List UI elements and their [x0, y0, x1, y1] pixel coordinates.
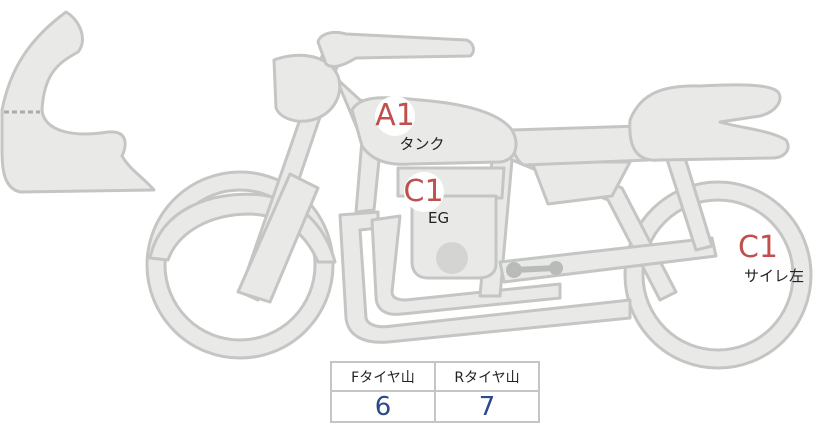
engine-cover — [436, 242, 468, 274]
rear-tire-value: 7 — [434, 392, 538, 422]
part-label-engine: EG — [428, 209, 450, 227]
grade-badge: C1 — [404, 172, 444, 212]
marker-engine: C1 EG — [398, 172, 449, 227]
swing-arm-pivot-right — [549, 261, 563, 275]
headlight — [272, 53, 342, 123]
rear-cowl — [628, 83, 790, 162]
seat — [510, 124, 650, 167]
fairing-part — [0, 10, 156, 194]
front-tire-value: 6 — [374, 391, 392, 422]
front-fork-tube — [236, 172, 320, 304]
grade-badge: C1 — [738, 228, 778, 268]
exhaust-pipe-lower — [338, 210, 632, 344]
tire-tread-table: Fタイヤ山 Rタイヤ山 6 7 — [330, 361, 540, 423]
part-label-tank: タンク — [399, 135, 445, 153]
exhaust-pipe-upper — [370, 214, 562, 316]
part-label-muffler-left: サイレ左 — [744, 267, 805, 285]
marker-tank: A1 タンク — [350, 96, 445, 154]
handlebar — [316, 30, 475, 68]
marker-muffler-left: C1 サイレ左 — [712, 228, 804, 286]
tire-tread-header-row: Fタイヤ山 Rタイヤ山 — [332, 363, 538, 392]
swing-arm-pivot-left — [506, 262, 522, 278]
rear-tire-header: Rタイヤ山 — [434, 363, 538, 392]
front-tire-header: Fタイヤ山 — [332, 363, 434, 392]
engine-block — [410, 194, 498, 280]
grade-badge: A1 — [375, 96, 415, 136]
tire-tread-value-row: 6 7 — [332, 391, 538, 422]
